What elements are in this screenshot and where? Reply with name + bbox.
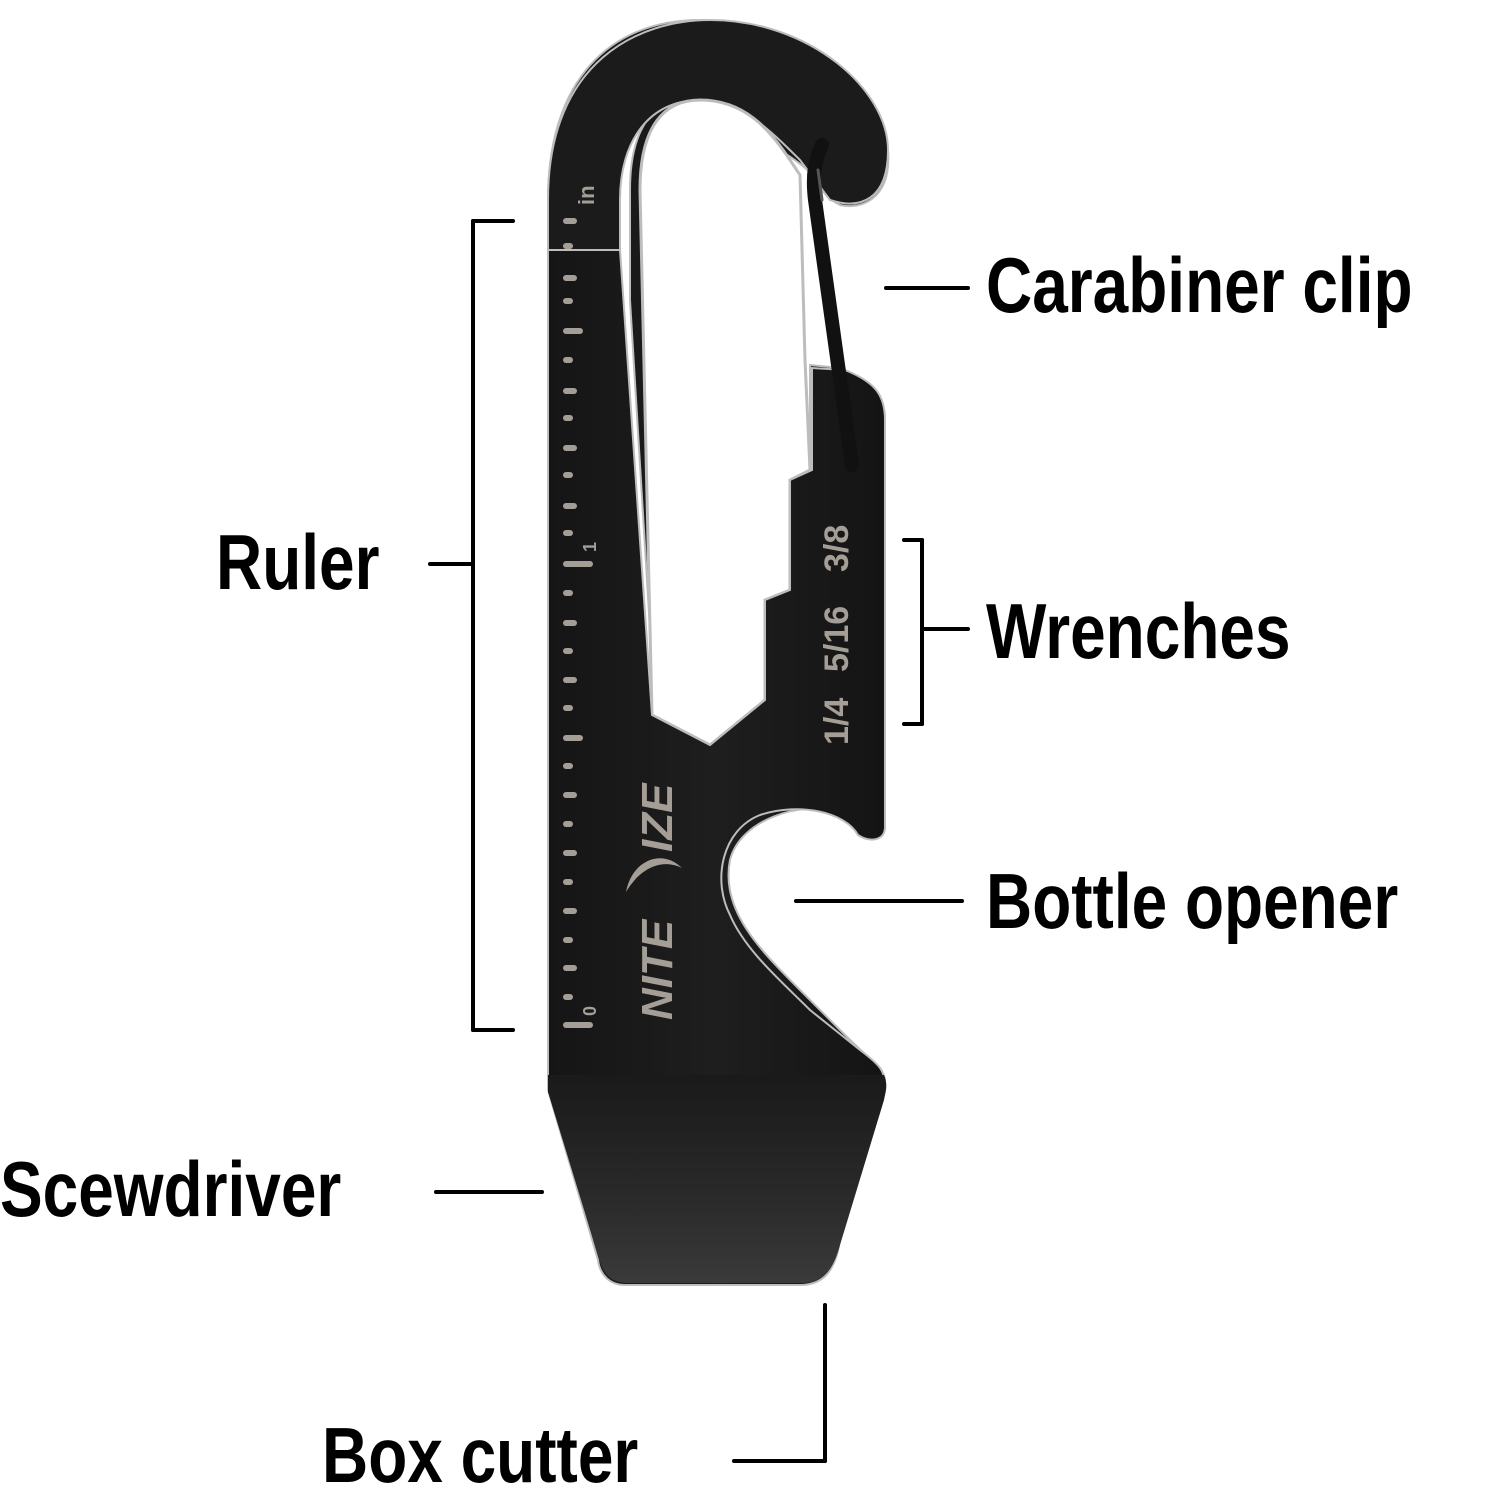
brand-logo-right: IZE	[633, 782, 682, 852]
callout-label-bottle-opener: Bottle opener	[986, 857, 1399, 945]
box-cutter-blade	[548, 1075, 887, 1283]
carabiner-leader	[884, 286, 970, 290]
carabiner-gate-wire	[806, 138, 859, 472]
ruler-bracket-vertical	[471, 219, 475, 1032]
wrench-size-1-4: 1/4	[818, 698, 856, 745]
wrenches-leader	[920, 627, 970, 631]
bottle-opener-leader	[794, 899, 964, 903]
ruler-label-0: 0	[580, 1006, 600, 1016]
callout-label-carabiner-clip: Carabiner clip	[986, 241, 1413, 329]
boxcutter-leader	[732, 1459, 827, 1463]
boxcutter-bracket-vertical	[823, 1303, 827, 1463]
wrench-size-3-8: 3/8	[818, 525, 856, 572]
wrenches-bracket-vertical	[920, 538, 924, 726]
callout-label-screwdriver: Scewdriver	[0, 1145, 342, 1233]
wrenches-bracket-bottom	[902, 722, 924, 726]
ruler-unit-label: in	[574, 185, 599, 205]
ruler-bracket-top	[471, 219, 515, 223]
screwdriver-leader	[434, 1190, 544, 1194]
ruler-bracket-bottom	[471, 1028, 515, 1032]
carabiner-hook	[547, 18, 890, 261]
moon-crescent-icon	[626, 858, 682, 892]
wrenches-bracket-top	[902, 538, 924, 542]
callout-label-wrenches: Wrenches	[986, 587, 1291, 675]
ruler-ticks	[563, 218, 593, 1028]
brand-logo: NITE IZE	[626, 782, 682, 1020]
ruler-label-1: 1	[580, 542, 600, 552]
callout-label-box-cutter: Box cutter	[322, 1411, 639, 1499]
callout-label-ruler: Ruler	[216, 518, 380, 606]
ruler-leader	[428, 562, 474, 566]
wrench-size-5-16: 5/16	[818, 606, 856, 672]
brand-logo-left: NITE	[633, 918, 682, 1020]
